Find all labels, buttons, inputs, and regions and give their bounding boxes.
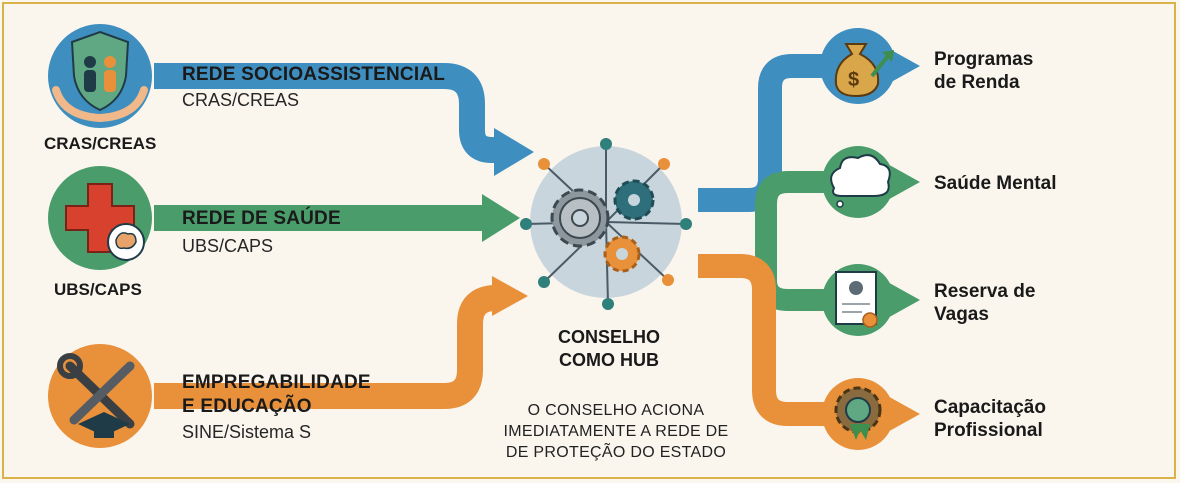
cras-creas-icon-label: CRAS/CREAS [44, 134, 157, 153]
output-programas-de-renda: Programas de Renda [934, 48, 1033, 94]
hub-title-line2: COMO HUB [559, 350, 659, 370]
rede-socioassistencial-subtitle: CRAS/CREAS [182, 90, 300, 110]
rede-de-saude-title: REDE DE SAÚDE [182, 208, 341, 229]
svg-text:$: $ [848, 69, 859, 91]
diagram-art: $ [48, 24, 920, 450]
flow-arrow-capacitacao [698, 254, 920, 434]
rede-de-saude-subtitle: UBS/CAPS [182, 236, 274, 256]
certificate-icon [822, 264, 894, 336]
hub-caption-line1: O CONSELHO ACIONA [527, 402, 705, 419]
gears-network-icon [520, 138, 692, 310]
flow-arrow-saude [154, 194, 520, 242]
tools-graduation-icon [48, 344, 152, 448]
empregabilidade-title-line2: E EDUCAÇÃO [182, 396, 312, 417]
hub-title-line1: CONSELHO [557, 327, 660, 347]
ubs-caps-icon-label: UBS/CAPS [54, 280, 142, 299]
output-saude-mental: Saúde Mental [934, 172, 1056, 195]
thought-cloud-icon [822, 146, 894, 218]
flow-arrow-empregabilidade [154, 276, 528, 409]
gear-badge-icon [822, 378, 894, 450]
rede-socioassistencial-title: REDE SOCIOASSISTENCIAL [182, 64, 446, 85]
output-renda-line1: Programas [934, 49, 1034, 70]
money-bag-icon: $ [820, 28, 896, 104]
output-saude-mental-line1: Saúde Mental [934, 173, 1057, 194]
output-capacitacao-line2: Profissional [934, 420, 1043, 441]
hub-title: CONSELHO COMO HUB [524, 326, 694, 372]
output-vagas-line1: Reserva de [934, 281, 1036, 302]
output-capacitacao-profissional: Capacitação Profissional [934, 396, 1046, 442]
flow-arrow-saude-mental [755, 162, 920, 304]
family-shield-icon [48, 24, 152, 128]
output-renda-line2: de Renda [934, 72, 1020, 93]
output-capacitacao-line1: Capacitação [934, 397, 1046, 418]
flow-arrow-socioassistencial [154, 63, 534, 176]
health-cross-icon [48, 166, 152, 270]
output-vagas-line2: Vagas [934, 304, 989, 325]
hub-caption-line3: DE PROTEÇÃO DO ESTADO [505, 444, 727, 461]
output-reserva-de-vagas: Reserva de Vagas [934, 280, 1035, 326]
empregabilidade-subtitle: SINE/Sistema S [182, 422, 312, 442]
hub-caption-line2: IMEDIATAMENTE A REDE DE [503, 423, 729, 440]
empregabilidade-title-line1: EMPREGABILIDADE [182, 372, 371, 393]
hub-caption: O CONSELHO ACIONA IMEDIATAMENTE A REDE D… [496, 400, 736, 463]
